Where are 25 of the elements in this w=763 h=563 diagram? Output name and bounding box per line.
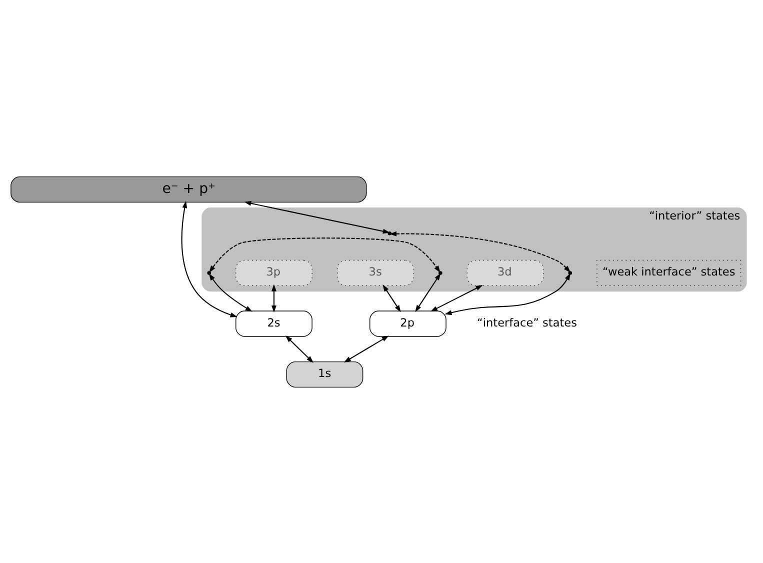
node-box: 1s [286, 360, 364, 388]
node-point [207, 270, 211, 274]
node-box: 3d [466, 259, 544, 286]
arrow [389, 230, 571, 272]
node-box: 3p [236, 259, 312, 286]
arrow [272, 284, 276, 312]
arrow [415, 272, 441, 312]
node-point [438, 270, 442, 274]
arrow [285, 335, 314, 362]
arrow [244, 200, 390, 234]
node-box: 2p [370, 310, 446, 336]
arrow [181, 200, 238, 317]
arrow [344, 335, 389, 362]
node-box: 2s [236, 310, 312, 336]
label: “interface” states [477, 316, 577, 329]
arrow [382, 284, 401, 312]
arrow [430, 284, 483, 312]
node-box: 3s [337, 259, 414, 286]
arrow [444, 272, 570, 315]
arrow [209, 237, 440, 272]
node-point [388, 230, 392, 235]
node-box: “weak interface” states [596, 259, 742, 286]
node-point [568, 270, 572, 274]
node-box: e⁻ + p⁺ [10, 176, 367, 202]
arrow [208, 272, 252, 312]
